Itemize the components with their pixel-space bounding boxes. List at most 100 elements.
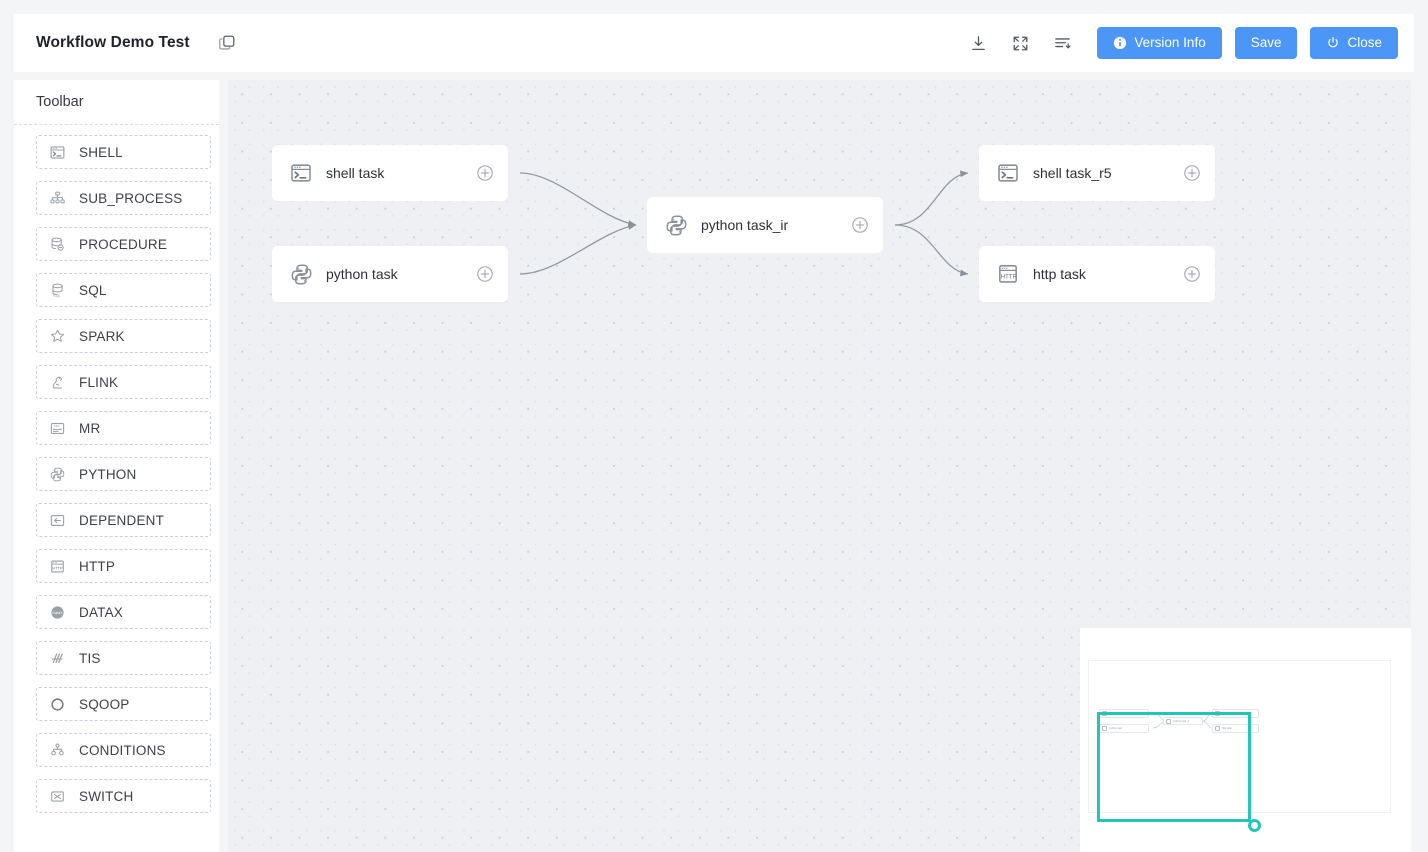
header-bar: Workflow Demo Test	[14, 14, 1414, 72]
edge-python-to-python-ir	[519, 223, 637, 275]
sqoop-icon	[46, 693, 68, 715]
minimap-node-label: python task	[1109, 727, 1123, 730]
version-info-button[interactable]: Version Info	[1097, 27, 1222, 59]
sidebar-item-procedure[interactable]: PROCEDURE	[36, 227, 211, 261]
add-downstream-icon[interactable]	[851, 216, 869, 234]
mr-icon: MR	[46, 417, 68, 439]
copy-icon[interactable]	[216, 32, 238, 54]
minimap-node-label: python task_ir	[1173, 719, 1190, 723]
minimap-content: shell task python task python task_ir sh…	[1088, 660, 1391, 832]
procedure-icon	[46, 233, 68, 255]
minimap-viewport[interactable]	[1097, 712, 1261, 832]
sidebar-item-switch[interactable]: SWITCH	[36, 779, 211, 813]
dag-node-shell-task-r5[interactable]: shell task_r5	[979, 145, 1215, 201]
sidebar-item-label: SWITCH	[79, 788, 134, 804]
add-downstream-icon[interactable]	[1183, 265, 1201, 283]
sidebar-item-sql[interactable]: SQL SQL	[36, 273, 211, 307]
shell-icon	[995, 160, 1021, 186]
power-icon	[1326, 36, 1340, 50]
minimap-node: http task	[1212, 724, 1259, 733]
svg-text:MR: MR	[54, 423, 60, 427]
minimap-node-icon	[1166, 718, 1171, 724]
sidebar-item-label: PROCEDURE	[79, 236, 168, 252]
flink-icon	[46, 371, 68, 393]
sidebar-item-label: SUB_PROCESS	[79, 190, 183, 206]
sub-process-icon	[46, 187, 68, 209]
sidebar-item-sub-process[interactable]: SUB_PROCESS	[36, 181, 211, 215]
dependent-icon	[46, 509, 68, 531]
dag-node-python-task[interactable]: python task	[272, 246, 508, 302]
python-icon	[288, 261, 314, 287]
minimap-node: python task_ir	[1163, 717, 1203, 725]
sidebar-item-mr[interactable]: MR MR	[36, 411, 211, 445]
info-icon	[1113, 36, 1127, 50]
conditions-icon	[46, 739, 68, 761]
dag-node-label: shell task_r5	[1033, 165, 1112, 181]
sidebar-item-label: TIS	[79, 650, 101, 666]
dag-node-http-task[interactable]: HTTP http task	[979, 246, 1215, 302]
python-icon	[663, 212, 689, 238]
dag-node-label: python task_ir	[701, 217, 789, 233]
page-title: Workflow Demo Test	[36, 34, 190, 51]
sidebar-item-http[interactable]: HTTP HTTP	[36, 549, 211, 583]
shell-icon	[46, 141, 68, 163]
minimap-node-icon	[1215, 726, 1220, 731]
dag-canvas[interactable]: shell task python task	[228, 80, 1411, 852]
dag-node-label: shell task	[326, 165, 385, 181]
http-icon: HTTP	[995, 261, 1021, 287]
toolbar-panel: Toolbar SHELL	[14, 80, 219, 852]
edge-python-ir-to-shell-r5	[894, 170, 969, 226]
svg-text:SQL: SQL	[53, 293, 60, 297]
fullscreen-icon[interactable]	[1003, 26, 1037, 60]
switch-icon	[46, 785, 68, 807]
svg-text:HTTP: HTTP	[52, 565, 63, 570]
sidebar-item-label: SHELL	[79, 144, 123, 160]
sidebar-item-label: MR	[79, 420, 101, 436]
sidebar-item-conditions[interactable]: CONDITIONS	[36, 733, 211, 767]
save-button[interactable]: Save	[1234, 27, 1298, 59]
toolbar-item-list: SHELL SUB_PROCESS	[14, 125, 219, 813]
minimap-resize-handle[interactable]	[1248, 819, 1261, 832]
shell-icon	[288, 160, 314, 186]
http-icon: HTTP	[46, 555, 68, 577]
add-downstream-icon[interactable]	[476, 164, 494, 182]
minimap-panel[interactable]: shell task python task python task_ir sh…	[1080, 628, 1411, 852]
minimap-node: python task	[1099, 724, 1149, 733]
sidebar-item-datax[interactable]: DataX DATAX	[36, 595, 211, 629]
edge-python-ir-to-http	[894, 224, 969, 277]
toolbar-title: Toolbar	[14, 80, 219, 125]
sidebar-item-label: SPARK	[79, 328, 125, 344]
save-label: Save	[1250, 35, 1282, 51]
sidebar-item-label: PYTHON	[79, 466, 137, 482]
dag-node-python-task-ir[interactable]: python task_ir	[647, 197, 883, 253]
dag-node-label: http task	[1033, 266, 1086, 282]
sidebar-item-flink[interactable]: FLINK	[36, 365, 211, 399]
sidebar-item-label: DATAX	[79, 604, 124, 620]
close-label: Close	[1347, 35, 1382, 51]
minimap-node-label: http task	[1222, 727, 1232, 730]
spark-icon	[46, 325, 68, 347]
format-align-icon[interactable]	[1045, 26, 1079, 60]
sidebar-item-label: HTTP	[79, 558, 116, 574]
add-downstream-icon[interactable]	[1183, 164, 1201, 182]
edge-shell-to-python-ir	[519, 172, 637, 227]
datax-icon: DataX	[46, 601, 68, 623]
sidebar-item-label: FLINK	[79, 374, 119, 390]
close-button[interactable]: Close	[1310, 27, 1398, 59]
sidebar-item-shell[interactable]: SHELL	[36, 135, 211, 169]
sidebar-item-label: CONDITIONS	[79, 742, 166, 758]
dag-node-label: python task	[326, 266, 398, 282]
sidebar-item-spark[interactable]: SPARK	[36, 319, 211, 353]
sidebar-item-dependent[interactable]: DEPENDENT	[36, 503, 211, 537]
add-downstream-icon[interactable]	[476, 265, 494, 283]
download-icon[interactable]	[961, 26, 995, 60]
sidebar-item-sqoop[interactable]: SQOOP	[36, 687, 211, 721]
sidebar-item-tis[interactable]: TIS	[36, 641, 211, 675]
sidebar-item-python[interactable]: PYTHON	[36, 457, 211, 491]
tis-icon	[46, 647, 68, 669]
version-info-label: Version Info	[1134, 35, 1206, 51]
sql-icon: SQL	[46, 279, 68, 301]
dag-node-shell-task[interactable]: shell task	[272, 145, 508, 201]
python-icon	[46, 463, 68, 485]
